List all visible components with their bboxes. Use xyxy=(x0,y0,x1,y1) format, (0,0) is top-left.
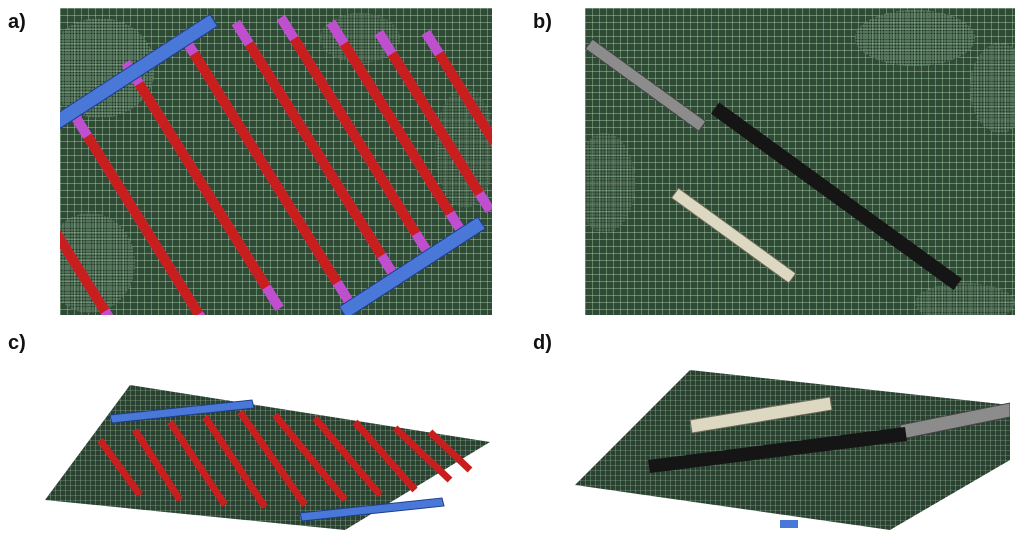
module-row xyxy=(189,51,342,286)
module-row xyxy=(339,41,455,216)
dense-mesh-region xyxy=(970,43,1015,133)
cream-module-row xyxy=(689,396,833,434)
blue-frame-bottom xyxy=(338,216,486,315)
dense-mesh-region xyxy=(915,283,1015,315)
blue-frame-bottom xyxy=(299,497,445,522)
panel-label-a: a) xyxy=(8,11,26,33)
module-rows xyxy=(60,14,492,315)
module-row xyxy=(83,133,204,315)
panel-b-mesh-top-view xyxy=(585,8,1015,315)
dense-mesh-region xyxy=(585,133,635,233)
panel-c-mesh-perspective xyxy=(45,385,490,530)
panel-label-d: d) xyxy=(533,332,552,354)
cream-module-row xyxy=(670,187,797,284)
dense-mesh-region xyxy=(855,10,975,66)
module-row xyxy=(434,51,492,146)
module-rows xyxy=(97,409,473,509)
blue-frame-top xyxy=(60,13,219,130)
black-module-row xyxy=(710,102,962,290)
panel-label-b: b) xyxy=(533,11,552,33)
gray-module-row xyxy=(585,38,707,132)
module-row xyxy=(60,206,110,314)
panel-a-mesh-top-view xyxy=(60,8,492,315)
dense-mesh-region xyxy=(60,213,135,313)
panel-d-mesh-perspective xyxy=(575,370,1010,530)
black-module-row xyxy=(648,427,907,473)
blue-frame-fragment xyxy=(780,520,798,528)
dense-mesh-region xyxy=(60,18,155,118)
module-row xyxy=(244,41,386,259)
module-row xyxy=(387,51,484,197)
panel-label-c: c) xyxy=(8,332,26,354)
module-row xyxy=(289,36,421,237)
dense-mesh-region xyxy=(320,13,400,63)
module-row xyxy=(134,81,271,290)
blue-frame-top xyxy=(109,399,255,424)
